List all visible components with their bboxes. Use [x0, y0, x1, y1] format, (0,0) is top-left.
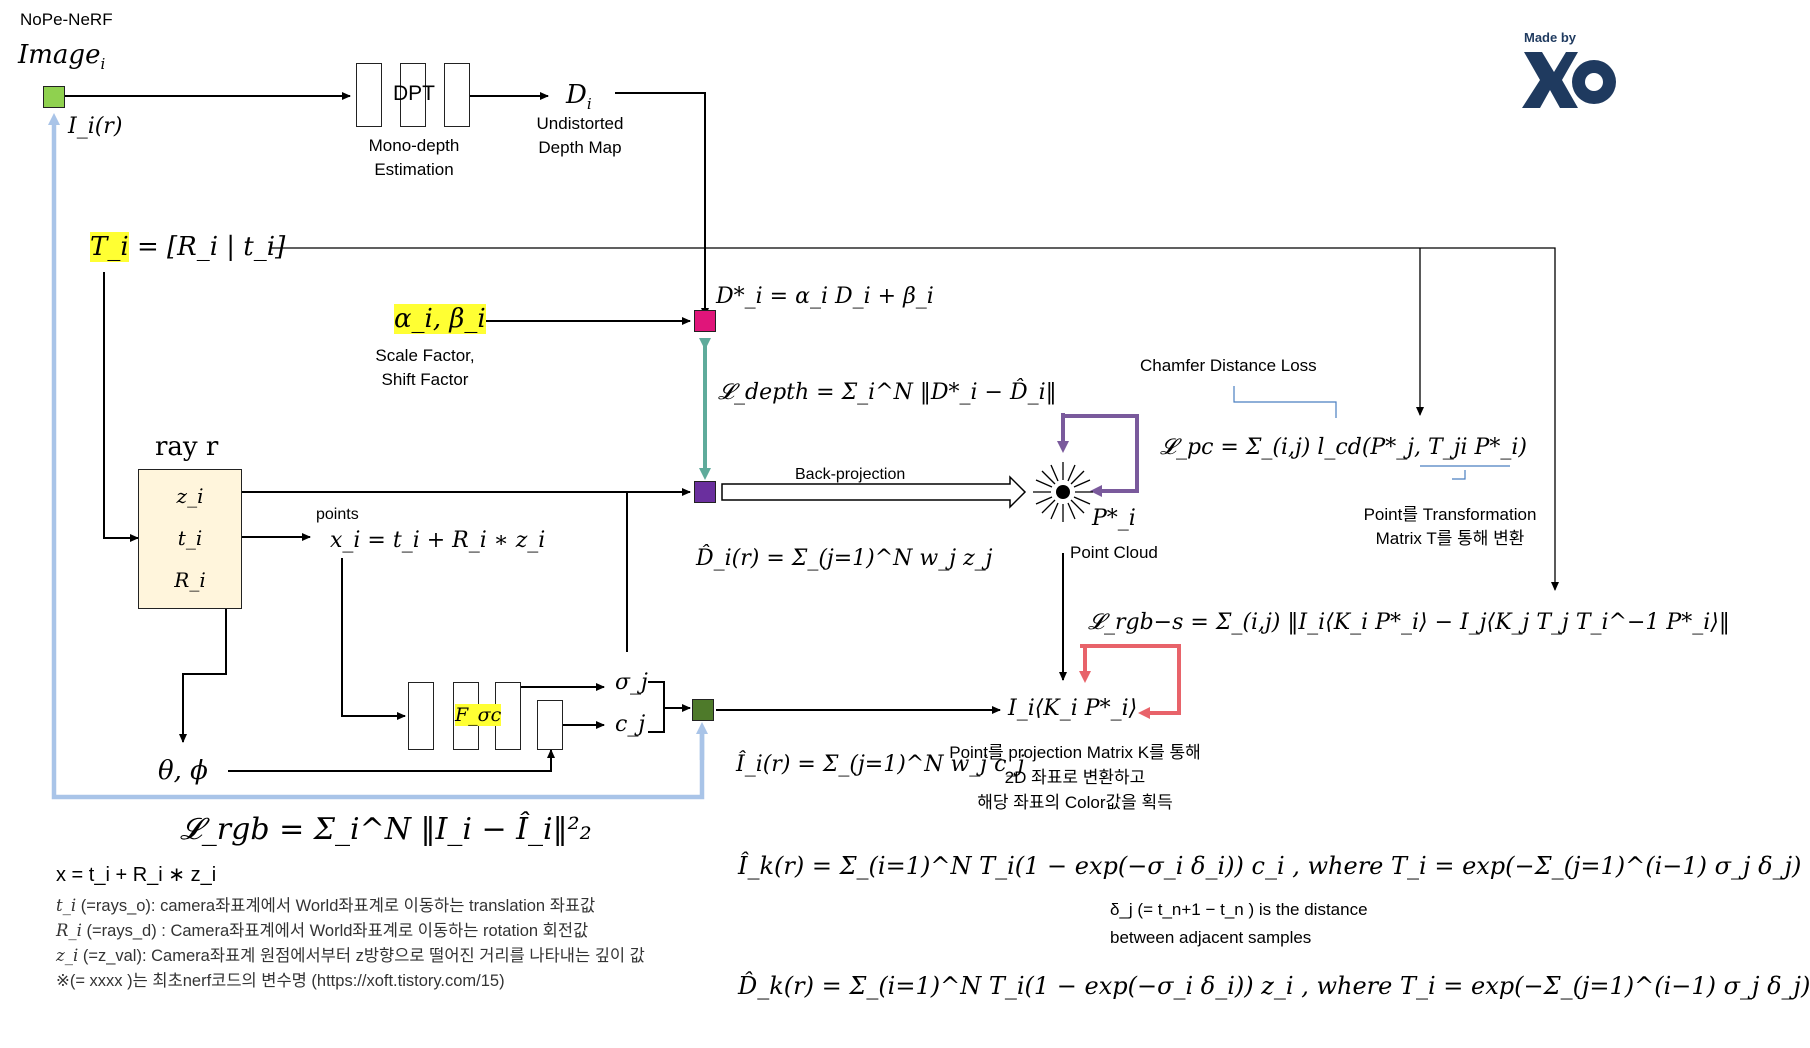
edge-rgbs-loop-in	[1079, 644, 1179, 683]
dpt-layer-3	[444, 63, 470, 127]
pose-equation: T_i = [R_i | t_i]	[90, 232, 285, 262]
projection-note: Point를 projection Matrix K를 통해 2D 좌표로 변환…	[925, 740, 1225, 815]
undistorted-line-2: Depth Map	[538, 138, 622, 157]
backprojection-arrow	[721, 475, 1027, 509]
note-r-text: (=rays_d) : Camera좌표계에서 World좌표계로 이동하는 r…	[86, 922, 589, 940]
sample-point-equation: x_i = t_i + R_i ∗ z_i	[330, 528, 546, 553]
edge-depth-dstar	[615, 92, 709, 317]
mlp-layer-1	[408, 682, 434, 750]
point-transform-line-1: Point를 Transformation	[1363, 505, 1537, 524]
scaled-depth-equation: D*_i = α_i D_i + β_i	[716, 284, 934, 309]
scale-shift-symbols: α_i, β_i	[394, 304, 486, 334]
point-cloud-label: Point Cloud	[1070, 543, 1158, 562]
scaled-depth-node	[694, 310, 716, 332]
edge-x-mlp	[341, 558, 406, 720]
xo-logo-icon	[1522, 52, 1616, 108]
note-z-text: (=z_val): Camera좌표계 원점에서부터 z방향으로 떨어진 거리를…	[82, 947, 645, 965]
edge-rgb-loop	[48, 113, 705, 800]
note-t-text: (=rays_o): camera좌표계에서 World좌표계로 이동하는 tr…	[80, 897, 596, 915]
rgb-loss-equation: 𝓛_rgb = Σ_i^N ‖I_i − Î_i‖²₂	[180, 812, 592, 847]
logo-text: Made by	[1524, 30, 1577, 45]
dpt-layer-2	[400, 63, 426, 127]
undistorted-label: Undistorted Depth Map	[524, 112, 636, 160]
chamfer-bracket	[1233, 386, 1337, 418]
edge-theta-mlp	[228, 749, 555, 772]
x-equation: x = t_i + R_i ∗ z_i	[56, 864, 217, 886]
color-render-node	[692, 699, 714, 721]
dpt-layer-1	[356, 63, 382, 127]
ray-label: ray r	[155, 432, 219, 462]
view-direction: θ, ϕ	[158, 756, 208, 786]
projection-line-3: 해당 좌표의 Color값을 획득	[977, 793, 1173, 812]
ray-item-t: t_i	[177, 526, 203, 550]
mono-depth-line-2: Estimation	[374, 160, 454, 179]
note-r-symbol: R_i	[56, 921, 82, 940]
projected-color: I_i⟨K_i P*_i⟩	[1008, 696, 1138, 721]
image-label-sub: i	[100, 55, 106, 74]
note-t: t_i (=rays_o): camera좌표계에서 World좌표계로 이동하…	[56, 892, 595, 916]
note-z: z_i (=z_val): Camera좌표계 원점에서부터 z방향으로 떨어진…	[56, 942, 645, 966]
mlp-label: F_σc	[455, 704, 502, 726]
diagram-title: NoPe-NeRF	[20, 10, 113, 29]
delta-line-2: between adjacent samples	[1110, 928, 1312, 947]
output-bracket	[648, 681, 665, 733]
edge-ti-ray	[103, 272, 139, 542]
diagram-canvas: NoPe-NeRF Imagei I_i(r) DPT Mono-depth E…	[18, 10, 1810, 1000]
color-volume-render-equation: Î_k(r) = Σ_(i=1)^N T_i(1 − exp(−σ_i δ_i)…	[738, 852, 1802, 880]
delta-note: δ_j (= t_n+1 − t_n ) is the distance bet…	[1110, 896, 1368, 952]
edge-ti-rgbs	[270, 247, 1559, 591]
depth-loss-equation: 𝓛_depth = Σ_i^N ‖D*_i − D̂_i‖	[718, 380, 1057, 405]
edge-r-theta	[179, 585, 227, 743]
depth-symbol-sub: i	[586, 95, 592, 114]
edge-pc-loop-in	[1057, 414, 1137, 453]
note-r: R_i (=rays_d) : Camera좌표계에서 World좌표계로 이동…	[56, 917, 588, 941]
edge-pc-loop	[1061, 413, 1139, 497]
undistorted-line-1: Undistorted	[536, 114, 624, 133]
image-node	[43, 86, 65, 108]
scale-shift-line-1: Scale Factor,	[375, 346, 475, 365]
depth-render-node	[694, 481, 716, 503]
backprojection-label: Back-projection	[795, 466, 906, 483]
ray-item-r: R_i	[174, 568, 206, 592]
ray-box: z_i t_i R_i	[138, 469, 242, 609]
depth-render-equation: D̂_i(r) = Σ_(j=1)^N w_j z_j	[696, 546, 993, 571]
pose-symbol: T_i	[90, 232, 129, 262]
projection-line-1: Point를 projection Matrix K를 통해	[949, 743, 1201, 762]
ray-color-label: I_i(r)	[68, 114, 123, 139]
note-t-symbol: t_i	[56, 896, 77, 915]
image-label: Imagei	[18, 40, 105, 73]
note-source: ※(= xxxx )는 최초nerf코드의 변수명 (https://xoft.…	[56, 972, 505, 990]
point-cloud-symbol: P*_i	[1092, 506, 1136, 531]
color-render-equation: Î_i(r) = Σ_(j=1)^N w_j c_j	[736, 752, 1025, 777]
density-output: σ_j	[615, 670, 648, 695]
delta-line-1: δ_j (= t_n+1 − t_n ) is the distance	[1110, 900, 1368, 919]
points-label: points	[316, 506, 359, 523]
image-label-text: Image	[18, 40, 101, 70]
scale-shift-line-2: Shift Factor	[381, 370, 469, 389]
mono-depth-label: Mono-depth Estimation	[354, 134, 474, 182]
chamfer-label: Chamfer Distance Loss	[1140, 356, 1317, 375]
mono-depth-line-1: Mono-depth	[368, 136, 460, 155]
made-by-logo: Made by	[1520, 28, 1620, 118]
pose-definition: = [R_i | t_i]	[136, 232, 286, 262]
note-z-symbol: z_i	[56, 946, 79, 965]
transform-bracket	[1452, 470, 1466, 480]
depth-volume-render-equation: D̂_k(r) = Σ_(i=1)^N T_i(1 − exp(−σ_i δ_i…	[738, 972, 1810, 1000]
dpt-label: DPT	[393, 82, 435, 105]
ray-item-z: z_i	[176, 484, 204, 508]
mlp-layer-color	[537, 700, 563, 750]
pointcloud-loss-equation: 𝓛_pc = Σ_(i,j) l_cd(P*_j, T_ji P*_i)	[1160, 435, 1527, 460]
rgb-s-loss-equation: 𝓛_rgb−s = Σ_(i,j) ‖I_i⟨K_i P*_i⟩ − I_j⟨K…	[1088, 610, 1730, 635]
point-transform-line-2: Matrix T를 통해 변환	[1375, 529, 1525, 548]
depth-symbol-d: D	[566, 80, 587, 110]
color-output: c_j	[615, 712, 646, 737]
point-cloud-icon	[1033, 462, 1093, 522]
scale-shift-label: Scale Factor, Shift Factor	[355, 344, 495, 392]
projection-line-2: 2D 좌표로 변환하고	[1004, 768, 1146, 787]
point-transform-note: Point를 Transformation Matrix T를 통해 변환	[1340, 503, 1560, 551]
depth-map-symbol: Di	[566, 80, 592, 113]
